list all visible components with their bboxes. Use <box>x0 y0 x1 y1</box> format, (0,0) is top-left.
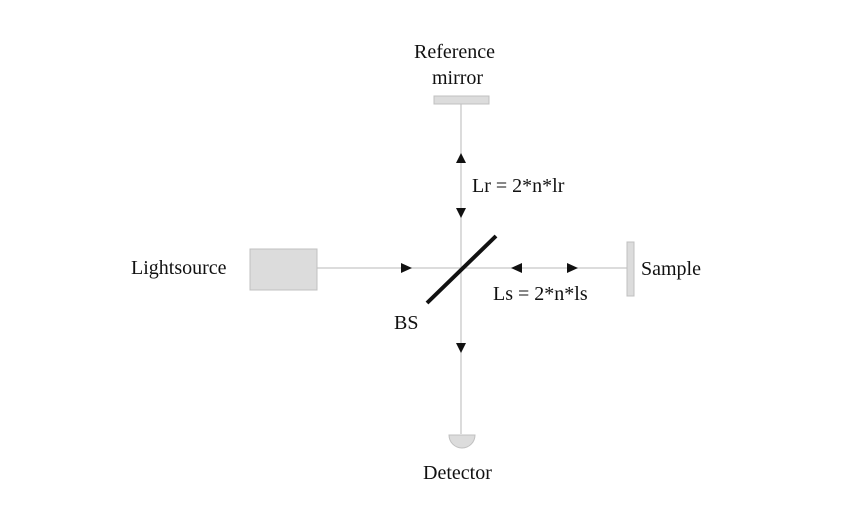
sample-arm-length-label: Ls = 2*n*ls <box>493 283 588 305</box>
reference-arm-arrow-down <box>456 208 466 218</box>
detector-label: Detector <box>423 462 492 484</box>
lightsource-label: Lightsource <box>131 257 227 279</box>
reference-arm-length-label: Lr = 2*n*lr <box>472 175 565 197</box>
reference-arm-arrow-up <box>456 153 466 163</box>
source-beam-arrow-right <box>401 263 412 273</box>
detector <box>448 434 476 449</box>
beam-splitter <box>425 234 498 305</box>
sample-label: Sample <box>641 258 701 280</box>
reference-mirror-label-line2: mirror <box>432 67 484 89</box>
sample-arm-arrow-right <box>567 263 578 273</box>
detector-arm-arrow-down <box>456 343 466 353</box>
lightsource-box <box>249 248 318 291</box>
reference-mirror <box>433 95 490 105</box>
beam-splitter-label: BS <box>394 312 419 334</box>
sample-arm-arrow-left <box>511 263 522 273</box>
sample-plate <box>626 241 635 297</box>
reference-mirror-label-line1: Reference <box>414 41 496 63</box>
